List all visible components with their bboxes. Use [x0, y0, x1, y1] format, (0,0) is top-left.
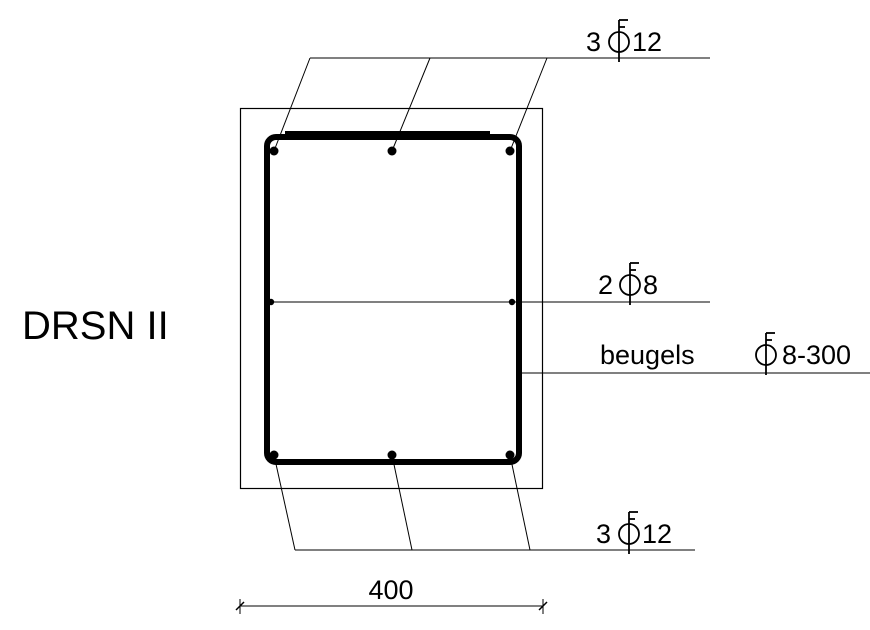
- concrete-outline: [239, 107, 544, 490]
- svg-text:12: 12: [642, 519, 672, 549]
- bottom-bars-leader: [273, 454, 695, 551]
- stirrup-label: beugels 8-300: [600, 332, 851, 375]
- top-bars-label: 3 12: [586, 19, 662, 62]
- stirrup: [264, 134, 522, 465]
- svg-text:8-300: 8-300: [782, 340, 851, 370]
- svg-text:12: 12: [632, 27, 662, 57]
- section-title: DRSN II: [22, 304, 169, 348]
- top-bars-leader: [273, 57, 710, 152]
- svg-text:3: 3: [596, 519, 611, 549]
- side-bars-label: 2 8: [598, 262, 658, 305]
- svg-text:beugels: beugels: [600, 340, 695, 370]
- svg-text:2: 2: [598, 270, 613, 300]
- bottom-bars-label: 3 12: [596, 511, 672, 554]
- rebar-diameter-symbol-icon: [618, 511, 640, 554]
- svg-text:8: 8: [643, 270, 658, 300]
- svg-text:3: 3: [586, 27, 601, 57]
- rebar-diameter-symbol-icon: [608, 19, 630, 62]
- rebar-diameter-symbol-icon: [619, 262, 641, 305]
- stirrup-hook: [285, 131, 490, 138]
- width-dimension: 400: [235, 575, 548, 614]
- rebar-diameter-symbol-icon: [755, 332, 777, 375]
- width-dimension-value: 400: [368, 575, 413, 605]
